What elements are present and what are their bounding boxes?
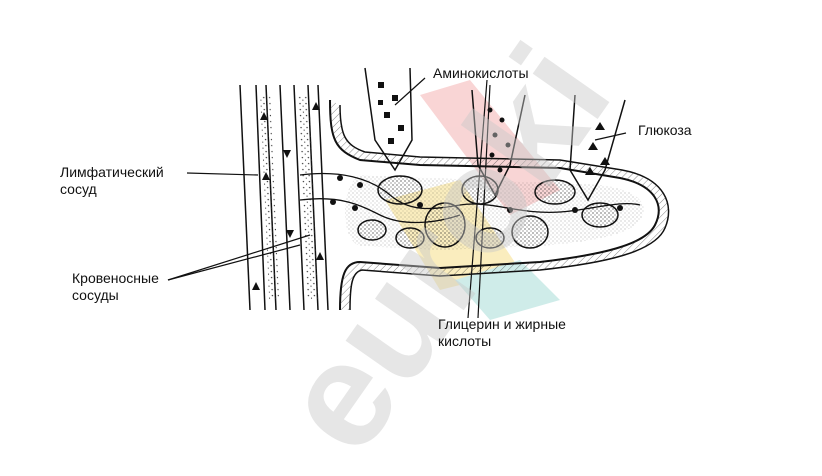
glycerol-label-line1: Глицерин и жирные [438, 316, 566, 332]
villus-body [299, 99, 670, 311]
amino-channel [364, 67, 413, 172]
blood-vessels-label-line1: Кровеносные [72, 270, 159, 286]
vertical-vessels [239, 84, 329, 311]
glucose-channel [569, 94, 626, 202]
lymphatic-vessel-label-line2: сосуд [60, 181, 97, 197]
glucose-label: Глюкоза [638, 122, 692, 138]
glycerol-label-line2: кислоты [438, 333, 492, 349]
leader-lines [167, 77, 627, 319]
amino-acids-label: Аминокислоты [433, 65, 529, 81]
blood-vessels-label-line2: сосуды [72, 287, 119, 303]
glycerol-fatty-acids-label: Глицерин и жирные кислоты [438, 316, 566, 350]
blood-vessels-label: Кровеносные сосуды [72, 270, 159, 304]
lymphatic-vessel-label-line1: Лимфатический [60, 164, 164, 180]
lymphatic-vessel-label: Лимфатический сосуд [60, 164, 164, 198]
